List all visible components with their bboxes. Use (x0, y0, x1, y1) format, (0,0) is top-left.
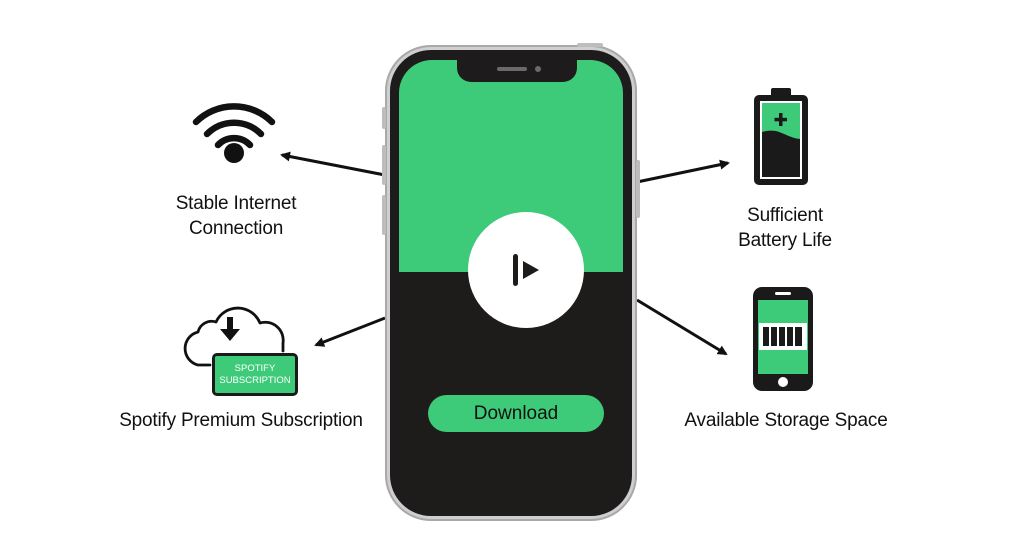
wifi-icon (192, 103, 276, 163)
label-subscription-line1: Spotify Premium Subscription (119, 410, 363, 431)
top-edge-button (577, 43, 603, 47)
badge-line2: SUBSCRIPTION (219, 374, 291, 386)
phone-storage-icon (753, 287, 813, 391)
label-subscription: Spotify Premium Subscription (100, 408, 382, 433)
speaker-grille (497, 67, 527, 71)
side-button (382, 195, 386, 235)
arrow-to-internet (280, 151, 386, 177)
play-pause-icon (513, 254, 539, 286)
arrow-to-subscription (314, 316, 386, 347)
label-internet: Stable Internet Connection (150, 191, 322, 241)
label-internet-line1: Stable Internet (175, 193, 297, 214)
label-internet-line2: Connection (188, 218, 284, 239)
phone-notch (457, 60, 577, 82)
label-storage-line1: Available Storage Space (684, 410, 888, 431)
label-battery: Sufficient Battery Life (712, 203, 858, 253)
battery-icon (754, 88, 808, 185)
arrow-to-battery (636, 159, 730, 184)
label-battery-line1: Sufficient (747, 205, 823, 226)
label-battery-line2: Battery Life (738, 230, 832, 251)
cloud-download-icon (183, 306, 285, 367)
phone-bezel: Download (390, 50, 632, 516)
phone-screen: Download (399, 60, 623, 507)
smartphone-device: Download (382, 43, 640, 521)
power-button (636, 160, 640, 218)
label-storage: Available Storage Space (668, 408, 904, 433)
play-button[interactable] (468, 212, 584, 328)
download-button[interactable]: Download (428, 395, 604, 432)
side-button (382, 107, 386, 129)
badge-line1: SPOTIFY (234, 362, 276, 374)
arrow-to-storage (636, 298, 728, 356)
front-camera (535, 66, 541, 72)
side-button (382, 145, 386, 185)
spotify-subscription-badge: SPOTIFY SUBSCRIPTION (212, 353, 298, 396)
